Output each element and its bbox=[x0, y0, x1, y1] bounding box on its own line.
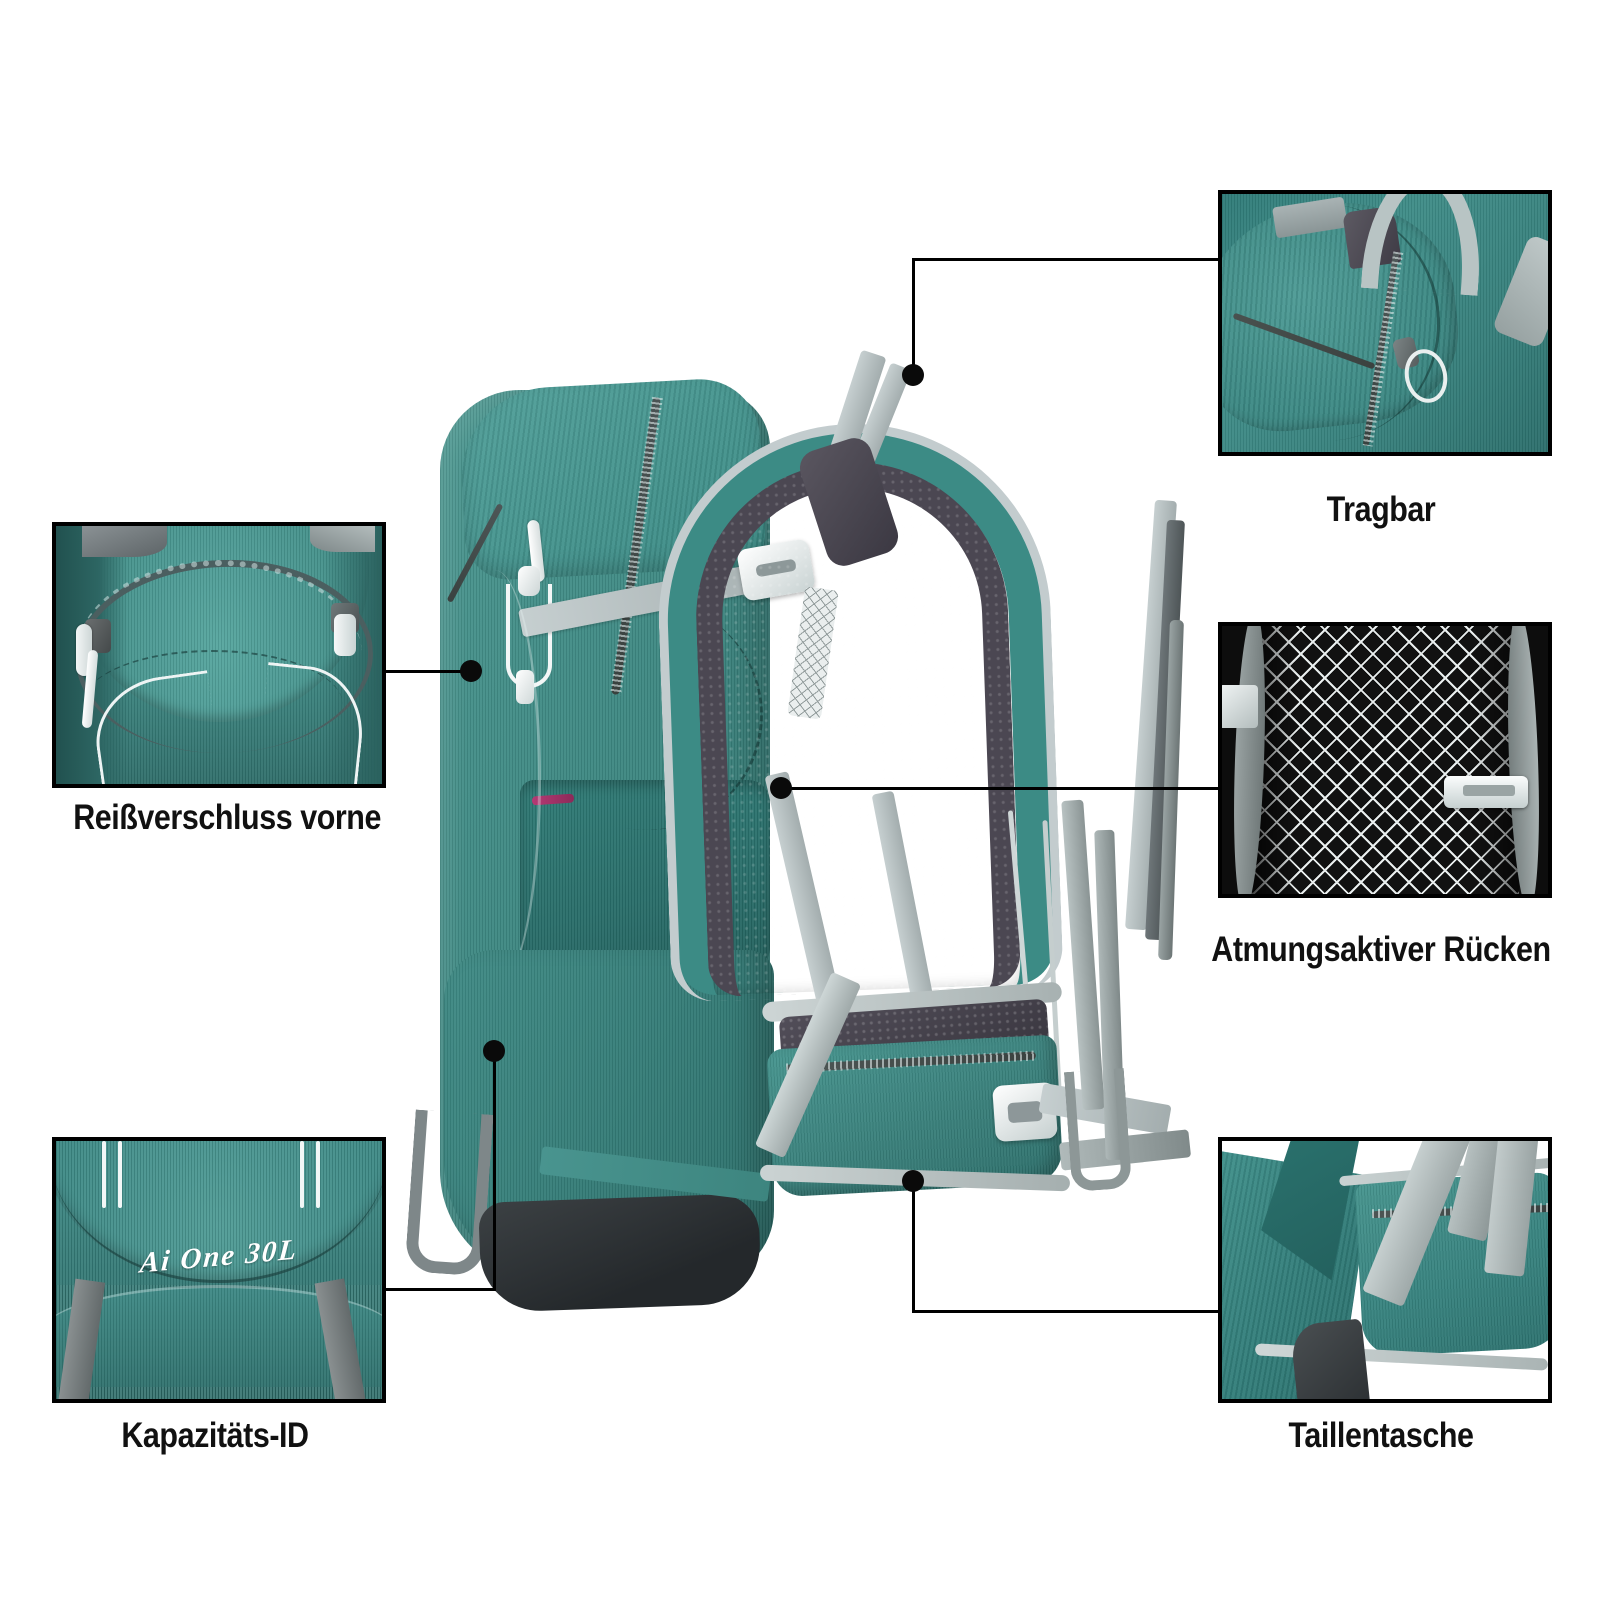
connector-line-front-zip bbox=[378, 670, 474, 673]
connector-dot-capacity bbox=[483, 1040, 505, 1062]
connector-line-handle-h bbox=[912, 258, 1222, 261]
connector-line-capacity-v bbox=[493, 1050, 496, 1291]
callout-front-zip-image bbox=[52, 522, 386, 788]
connector-line-waist-h bbox=[912, 1310, 1222, 1313]
connector-line-waist-v bbox=[912, 1180, 915, 1312]
front-mesh-pocket-texture bbox=[520, 780, 770, 980]
connector-dot-front-zip bbox=[460, 660, 482, 682]
hipbelt-buckle-slot bbox=[1007, 1100, 1043, 1124]
strap-loop-end bbox=[1063, 1068, 1133, 1192]
body-seam-curve-2 bbox=[448, 570, 541, 990]
pack-bottom-panel bbox=[478, 1193, 762, 1313]
connector-line-capacity-h bbox=[378, 1288, 496, 1291]
connector-dot-breathable bbox=[770, 777, 792, 799]
product-backpack-image bbox=[400, 349, 1192, 1320]
callout-breathable-back-image bbox=[1218, 622, 1552, 898]
callout-waist-pocket-image bbox=[1218, 1137, 1552, 1403]
callout-label-front-zip: Reißverschluss vorne bbox=[73, 798, 381, 837]
connector-line-breathable bbox=[780, 787, 1222, 790]
callout-carry-handle-image bbox=[1218, 190, 1552, 456]
callout-label-waist-pocket: Taillentasche bbox=[1288, 1416, 1474, 1455]
connector-dot-handle bbox=[902, 364, 924, 386]
callout-capacity-id-image: Ai One 30L bbox=[52, 1137, 386, 1403]
callout-label-carry-handle: Tragbar bbox=[1326, 490, 1436, 529]
connector-line-handle-v bbox=[912, 258, 915, 376]
callout-label-breathable-back: Atmungsaktiver Rücken bbox=[1211, 930, 1551, 969]
callout-label-capacity-id: Kapazitäts-ID bbox=[121, 1416, 309, 1455]
front-mesh-pocket bbox=[520, 780, 770, 980]
connector-dot-waist bbox=[902, 1170, 924, 1192]
